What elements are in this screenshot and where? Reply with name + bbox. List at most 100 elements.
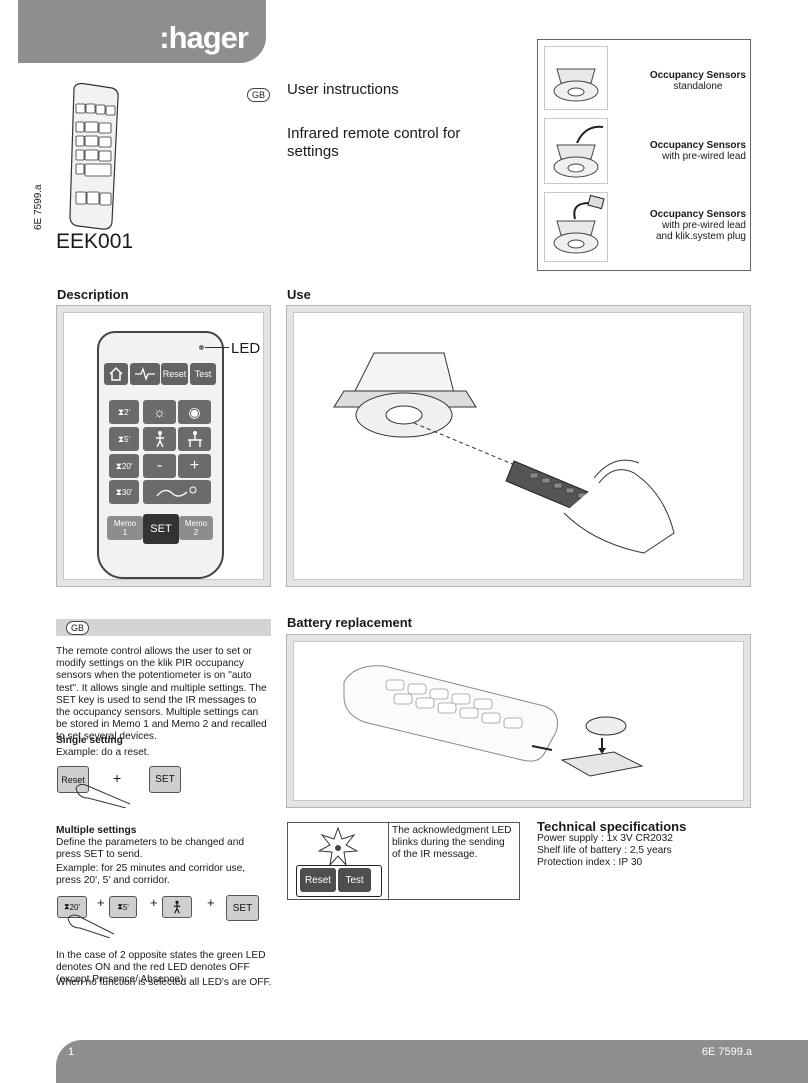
header-lang-badge: GB xyxy=(247,85,271,103)
multi-20-key: ⧗20' xyxy=(57,896,87,918)
use-inner xyxy=(293,312,744,580)
minus-key: - xyxy=(143,454,176,478)
sensor-image-standalone xyxy=(544,46,608,110)
spec-shelf-life: Shelf life of battery : 2,5 years xyxy=(537,845,672,856)
gb-pill: GB xyxy=(247,88,271,102)
reset-key: Reset xyxy=(161,363,188,385)
multiple-setting-title: Multiple settings xyxy=(56,825,137,836)
multi-plus-2: + xyxy=(150,895,158,910)
page-subtitle: Infrared remote control for settings xyxy=(287,125,461,160)
pressing-finger-icon-2 xyxy=(67,914,115,938)
hourglass-icon: ⧗ xyxy=(115,486,122,497)
led-dot xyxy=(199,345,204,350)
office-key xyxy=(178,427,211,451)
sensor-2-desc: with pre-wired lead xyxy=(662,151,746,162)
multiple-setting-example: Example: for 25 minutes and corridor use… xyxy=(56,863,246,887)
remote-thumbnail-drawing xyxy=(69,82,119,230)
hourglass-icon: ⧗ xyxy=(115,460,122,471)
walking-person-icon xyxy=(173,900,181,914)
single-plus: + xyxy=(113,770,122,786)
doc-ref-vertical: 6E 7599.a xyxy=(33,184,44,230)
plus-key: + xyxy=(178,454,211,478)
sensor-1-desc: standalone xyxy=(673,81,723,92)
sensor-variants-box: Occupancy Sensors standalone Occupancy S… xyxy=(537,39,751,271)
pulse-icon xyxy=(135,367,155,381)
timer-20-key: ⧗20' xyxy=(109,454,139,478)
memo1-number: 1 xyxy=(122,528,128,537)
timer-30-label: 30' xyxy=(121,487,133,497)
corridor-key xyxy=(143,427,176,451)
footnote-opposite-states: In the case of 2 opposite states the gre… xyxy=(56,950,266,986)
ack-key-frame xyxy=(296,865,382,897)
multi-set-key: SET xyxy=(226,895,259,921)
footer-bar: 1 6E 7599.a xyxy=(56,1040,808,1083)
desk-person-icon xyxy=(187,431,202,447)
single-setting-title: Single setting xyxy=(56,735,123,746)
pulse-key xyxy=(130,363,160,385)
page-title: User instructions xyxy=(287,81,399,98)
gb-section-pill: GB xyxy=(66,621,90,635)
sensor-3-desc: with pre-wired lead xyxy=(662,220,746,231)
ack-reset-key: Reset xyxy=(300,868,336,892)
eye-key: ◉ xyxy=(178,400,211,424)
footnote-no-function: When no function is selected all LED's a… xyxy=(56,977,272,988)
multi-corridor-key xyxy=(162,896,192,918)
hourglass-icon: ⧗ xyxy=(117,433,125,444)
memo2-number: 2 xyxy=(193,528,199,537)
sensor-label-1: Occupancy Sensors standalone xyxy=(614,70,746,92)
home-key xyxy=(104,363,128,385)
multi-plus-1: + xyxy=(97,895,105,910)
description-title: Description xyxy=(57,287,129,302)
multiple-setting-text: Define the parameters to be changed and … xyxy=(56,837,245,861)
use-panel xyxy=(286,305,751,587)
battery-inner xyxy=(293,641,744,801)
footer-ref: 6E 7599.a xyxy=(701,1046,752,1058)
light-key: ☼ xyxy=(143,400,176,424)
sensor-image-prewired xyxy=(544,118,608,184)
sensor-1-name: Occupancy Sensors xyxy=(649,70,746,81)
battery-title: Battery replacement xyxy=(287,615,412,630)
sensor-prewired-drawing xyxy=(553,125,604,178)
brand-logo: :hager xyxy=(159,20,249,55)
multi-plus-3: + xyxy=(207,895,215,910)
sensor-3-desc2: and klik.system plug xyxy=(655,231,746,242)
pressing-finger-icon xyxy=(75,783,131,808)
battery-panel xyxy=(286,634,751,808)
battery-illustration xyxy=(343,665,644,777)
blinking-led-icon xyxy=(318,827,358,867)
use-title: Use xyxy=(287,287,311,302)
remote-thumbnail xyxy=(66,82,120,232)
timer-2-label: 2' xyxy=(124,407,131,417)
sensor-klik-drawing xyxy=(553,194,605,254)
timer-20-label: 20' xyxy=(121,461,133,471)
ack-illustration: Reset Test xyxy=(288,823,389,899)
page-number: 1 xyxy=(68,1046,75,1058)
intro-paragraph: The remote control allows the user to se… xyxy=(56,646,267,743)
memo2-label: Memo xyxy=(184,519,208,528)
memo1-label: Memo xyxy=(113,519,137,528)
specs-list: Power supply : 1x 3V CR2032 Shelf life o… xyxy=(537,833,673,869)
led-line xyxy=(205,347,229,348)
home-icon xyxy=(109,366,123,381)
timer-5-key: ⧗5' xyxy=(109,427,139,451)
description-panel: LED Reset Test ⧗2' ⧗5' ⧗20' ⧗30' ☼ ◉ - +… xyxy=(56,305,271,587)
test-key: Test xyxy=(190,363,216,385)
specs-title: Technical specifications xyxy=(537,819,687,834)
timer-30-key: ⧗30' xyxy=(109,480,139,504)
set-key: SET xyxy=(143,514,179,544)
multi-5-key: ⧗5' xyxy=(109,896,137,918)
lux-key xyxy=(143,480,211,504)
single-setting-example: Example: do a reset. xyxy=(56,747,150,758)
lux-curve-icon xyxy=(156,486,197,497)
multi-5-label: 5' xyxy=(122,902,129,912)
sensor-label-2: Occupancy Sensors with pre-wired lead xyxy=(614,140,746,162)
timer-2-key: ⧗2' xyxy=(109,400,139,424)
timer-5-label: 5' xyxy=(124,434,131,444)
sensor-3-name: Occupancy Sensors xyxy=(649,209,746,220)
gb-section-bar: GB xyxy=(56,619,271,636)
hourglass-icon: ⧗ xyxy=(117,406,125,417)
spec-protection: Protection index : IP 30 xyxy=(537,857,643,868)
sensor-standalone-drawing xyxy=(553,68,599,102)
ack-test-key: Test xyxy=(338,868,371,892)
